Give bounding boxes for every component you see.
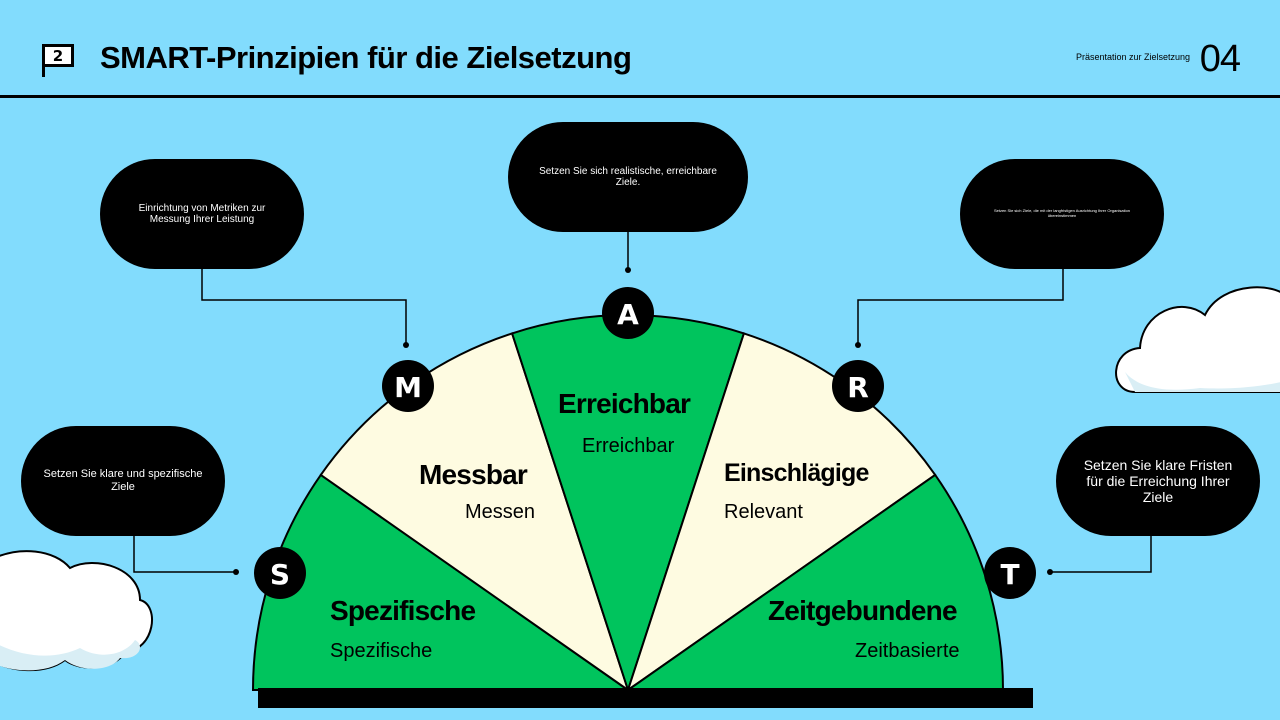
segment-m-title: Messbar bbox=[419, 459, 528, 490]
callout-a-text: Setzen Sie sich realistische, erreichbar… bbox=[539, 165, 717, 189]
segment-s-title: Spezifische bbox=[330, 595, 476, 626]
segment-s-subtitle: Spezifische bbox=[330, 640, 433, 662]
page-number: 04 bbox=[1199, 38, 1241, 80]
callout-s: Setzen Sie klare und spezifische Ziele bbox=[21, 426, 225, 536]
svg-text:S: S bbox=[270, 558, 290, 591]
semicircle-base bbox=[258, 688, 1033, 708]
segment-r-title: Einschlägige bbox=[724, 459, 869, 487]
letter-badge-t: T bbox=[984, 547, 1036, 599]
segment-r-subtitle: Relevant bbox=[724, 501, 803, 523]
presentation-subtitle: Präsentation zur Zielsetzung bbox=[1075, 52, 1190, 62]
letter-badge-m: M bbox=[382, 360, 434, 412]
smart-semicircle bbox=[251, 314, 1005, 694]
callout-a: Setzen Sie sich realistische, erreichbar… bbox=[508, 122, 748, 232]
callout-r: Setzen Sie sich Ziele, die mit der langf… bbox=[960, 159, 1164, 269]
segment-a-title: Erreichbar bbox=[558, 388, 691, 419]
connector-lines bbox=[133, 232, 1152, 573]
connector-dots bbox=[233, 267, 1053, 575]
svg-text:A: A bbox=[617, 298, 639, 331]
segment-a-subtitle: Erreichbar bbox=[582, 435, 675, 457]
letter-badge-r: R bbox=[832, 360, 884, 412]
page-title: SMART-Prinzipien für die Zielsetzung bbox=[100, 40, 632, 75]
letter-badge-a: A bbox=[602, 287, 654, 339]
callout-r-text: Setzen Sie sich Ziele, die mit der langf… bbox=[993, 208, 1131, 218]
flag-logo-icon: 2 bbox=[40, 42, 76, 78]
segment-t-title: Zeitgebundene bbox=[768, 595, 958, 626]
cloud-right-icon bbox=[1115, 286, 1280, 393]
letter-badge-s: S bbox=[254, 547, 306, 599]
segment-m-subtitle: Messen bbox=[465, 501, 536, 523]
logo-number: 2 bbox=[53, 47, 63, 65]
callout-t: Setzen Sie klare Fristen für die Erreich… bbox=[1056, 426, 1260, 536]
svg-text:R: R bbox=[847, 371, 869, 404]
svg-text:M: M bbox=[394, 371, 422, 404]
segment-t-subtitle: Zeitbasierte bbox=[855, 640, 960, 662]
header-divider bbox=[0, 95, 1280, 98]
callout-m-text: Einrichtung von Metriken zur Messung Ihr… bbox=[138, 202, 266, 226]
callout-m: Einrichtung von Metriken zur Messung Ihr… bbox=[100, 159, 304, 269]
svg-text:T: T bbox=[1000, 558, 1019, 591]
cloud-left-icon bbox=[0, 550, 153, 672]
callout-t-text: Setzen Sie klare Fristen für die Erreich… bbox=[1083, 456, 1233, 506]
callout-s-text: Setzen Sie klare und spezifische Ziele bbox=[43, 468, 203, 493]
